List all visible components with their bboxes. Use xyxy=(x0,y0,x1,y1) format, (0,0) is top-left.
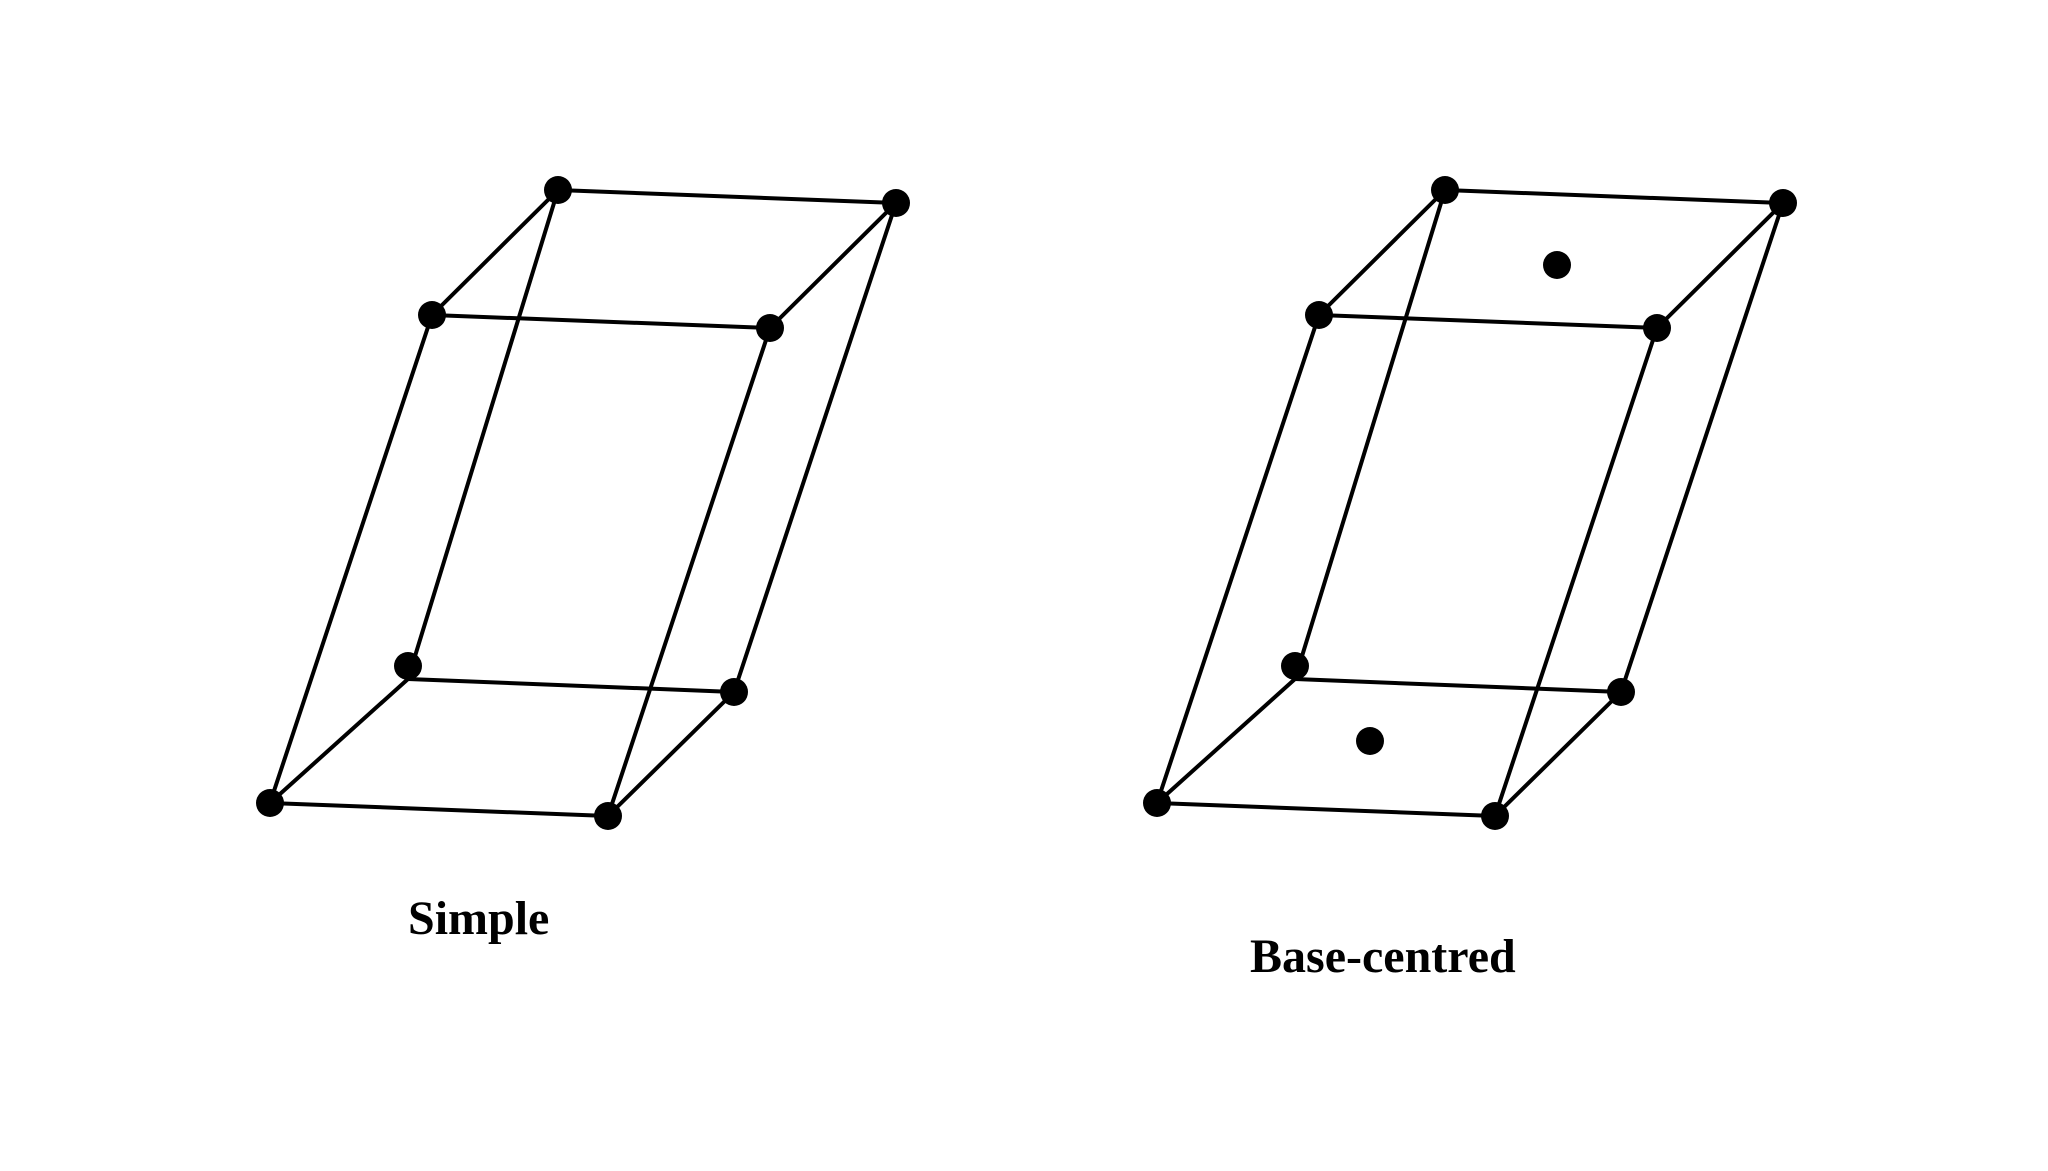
base-centre-point xyxy=(1543,251,1571,279)
lattice-point xyxy=(594,802,622,830)
edge xyxy=(1493,690,1623,818)
lattice-point xyxy=(1643,314,1671,342)
simple-caption: Simple xyxy=(408,892,550,945)
base-centred-unit-cell xyxy=(1143,176,1797,830)
edge xyxy=(606,690,736,818)
lattice-point xyxy=(394,652,422,680)
edge xyxy=(732,201,898,694)
edge xyxy=(556,188,898,205)
edge xyxy=(430,188,560,317)
edge xyxy=(268,677,410,805)
edge xyxy=(1155,677,1297,805)
edge xyxy=(1619,201,1785,694)
lattice-point xyxy=(1769,189,1797,217)
lattice-point xyxy=(756,314,784,342)
edge xyxy=(606,326,772,818)
edge xyxy=(268,801,610,818)
edge xyxy=(268,313,434,805)
lattice-point xyxy=(256,789,284,817)
edge xyxy=(1155,313,1321,805)
edge xyxy=(1155,801,1497,818)
lattice-point xyxy=(418,301,446,329)
edge xyxy=(1293,677,1623,694)
edge xyxy=(1655,201,1785,330)
edge xyxy=(1293,188,1447,681)
lattice-point xyxy=(720,678,748,706)
lattice-point xyxy=(882,189,910,217)
lattice-point xyxy=(1143,789,1171,817)
edge xyxy=(430,313,772,330)
lattice-point xyxy=(1305,301,1333,329)
base-centred-caption: Base-centred xyxy=(1250,930,1516,983)
lattice-point xyxy=(1481,802,1509,830)
lattice-point xyxy=(1607,678,1635,706)
lattice-point xyxy=(1431,176,1459,204)
edge xyxy=(768,201,898,330)
edge xyxy=(406,677,736,694)
edge xyxy=(1443,188,1785,205)
edge xyxy=(1317,188,1447,317)
lattice-point xyxy=(544,176,572,204)
edge xyxy=(1493,326,1659,818)
lattice-point xyxy=(1281,652,1309,680)
simple-unit-cell xyxy=(256,176,910,830)
base-centre-point xyxy=(1356,727,1384,755)
edge xyxy=(1317,313,1659,330)
edge xyxy=(406,188,560,681)
